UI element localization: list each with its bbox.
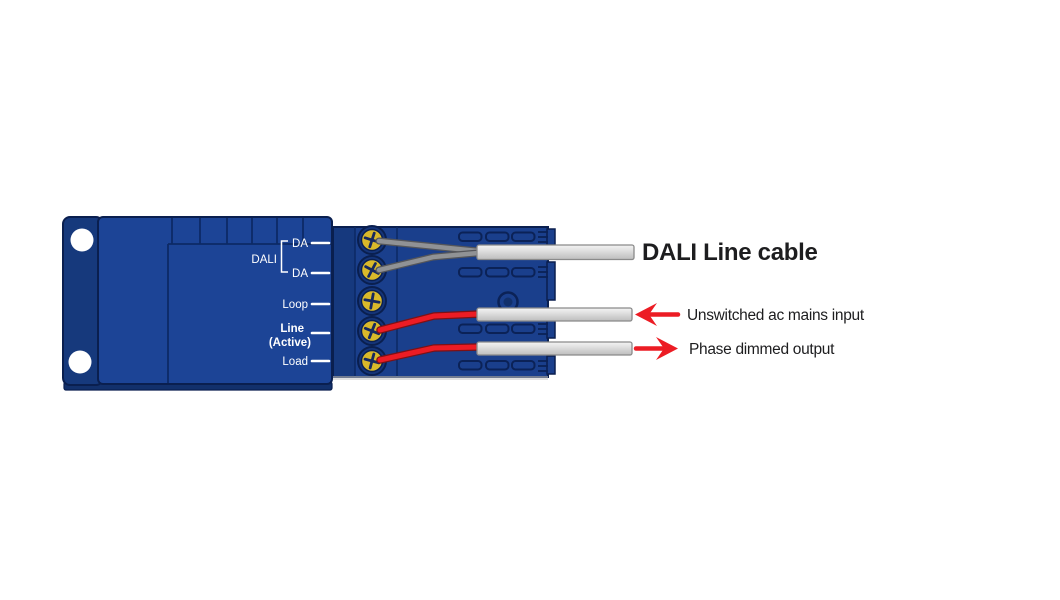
dali-bracket <box>280 240 288 273</box>
label-loop: Loop <box>282 299 308 311</box>
screw-terminal-da-bottom <box>357 255 387 285</box>
label-line: Line <box>280 323 304 335</box>
mains-input-label: Unswitched ac mains input <box>687 307 865 324</box>
label-load: Load <box>282 356 308 368</box>
terminal-block-shadow <box>333 376 548 380</box>
cables <box>476 244 635 356</box>
edge-vent-dashes <box>538 231 548 372</box>
dali-line-cable <box>476 244 635 261</box>
label-da-bottom: DA <box>292 268 308 280</box>
dali-cable-label: DALI Line cable <box>642 239 818 266</box>
wires <box>375 237 484 364</box>
screw-terminal-load <box>357 346 387 376</box>
direction-arrows <box>633 303 681 360</box>
screw-terminal-line <box>357 316 387 346</box>
dali-wire-1 <box>376 238 481 254</box>
dimmed-output-label: Phase dimmed output <box>689 341 835 358</box>
mounting-hole-bottom <box>68 350 92 374</box>
right-arrow-icon <box>633 337 678 360</box>
dali-wire-2 <box>376 250 481 273</box>
label-dali-group: DALI <box>251 254 277 266</box>
terminal-block-strip <box>334 228 355 376</box>
vent-slots <box>458 231 536 371</box>
dimmed-output-cable <box>476 341 633 356</box>
screw-terminal-loop <box>357 286 387 316</box>
top-fin-seams <box>167 218 331 383</box>
output-wire <box>377 344 483 363</box>
label-line-active: (Active) <box>269 337 311 349</box>
mains-input-cable <box>476 307 633 322</box>
terminal-labels: DA DA DALI Loop Line (Active) Load <box>251 238 331 368</box>
mounting-hole-top <box>70 228 94 252</box>
left-arrow-icon <box>635 303 681 326</box>
annotation-labels: DALI Line cable Unswitched ac mains inpu… <box>642 239 865 358</box>
label-da-top: DA <box>292 238 308 250</box>
device-body: DA DA DALI Loop Line (Active) Load <box>62 216 333 391</box>
mains-wire <box>377 311 483 333</box>
screw-terminals <box>357 225 387 376</box>
label-tick-marks <box>310 241 331 363</box>
